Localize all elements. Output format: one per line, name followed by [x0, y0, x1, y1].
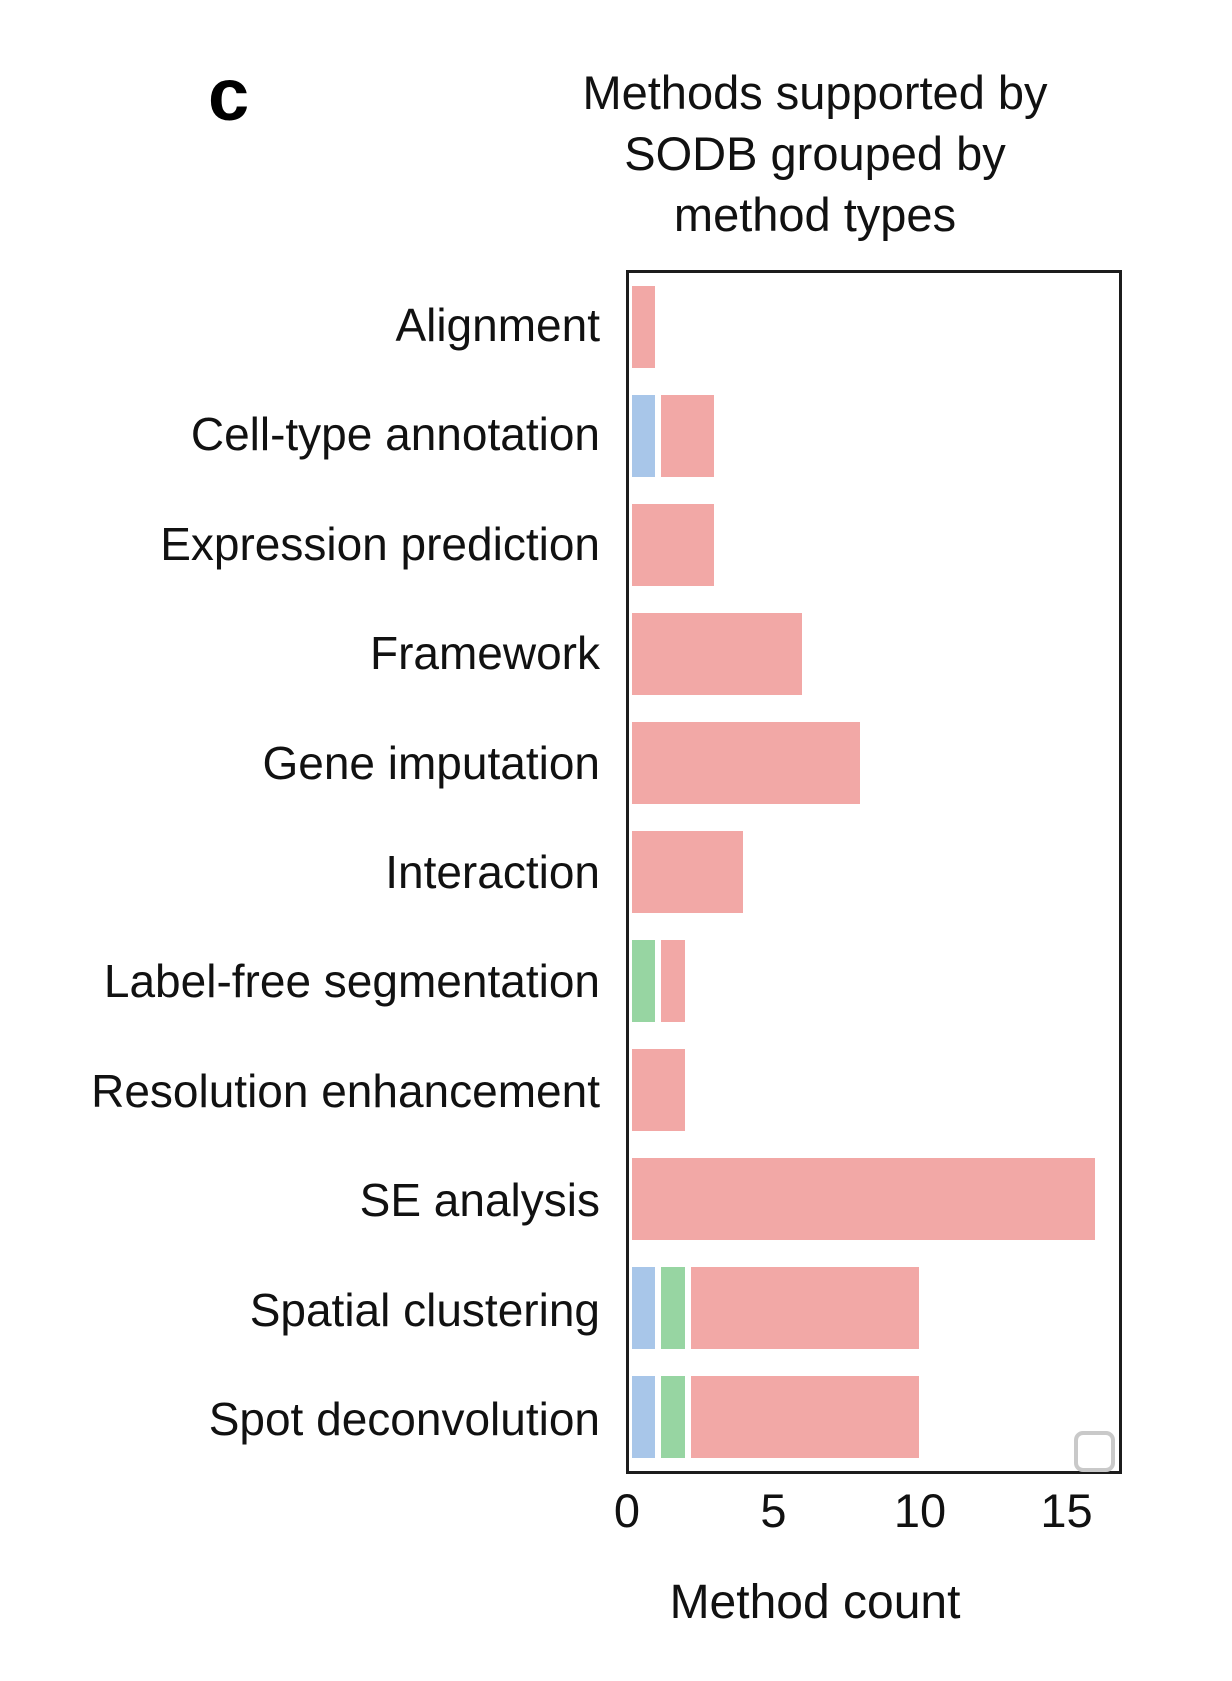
- category-label: Spot deconvolution: [208, 1393, 600, 1446]
- category-label: Label-free segmentation: [103, 955, 600, 1008]
- x-tick-label: 5: [760, 1484, 787, 1537]
- category-label: Expression prediction: [160, 517, 600, 570]
- bar-row: [629, 382, 1119, 491]
- blue-segment: [629, 1263, 659, 1352]
- bar-row: [629, 273, 1119, 382]
- category-label: Gene imputation: [262, 736, 600, 789]
- bar-row: [629, 1253, 1119, 1362]
- green-segment: [658, 1372, 688, 1461]
- chart-title: Methods supported by SODB grouped by met…: [582, 62, 1047, 245]
- category-label: Framework: [369, 627, 600, 680]
- category-label: Spatial clustering: [249, 1283, 600, 1336]
- pink-segment: [658, 936, 688, 1025]
- bar-row: [629, 1144, 1119, 1253]
- x-tick-label: 0: [613, 1484, 641, 1537]
- pink-segment: [629, 283, 659, 372]
- green-segment: [629, 936, 659, 1025]
- plot-area: [626, 270, 1122, 1474]
- pink-segment: [629, 501, 717, 590]
- pink-segment: [629, 1045, 688, 1134]
- category-label: Resolution enhancement: [91, 1064, 600, 1117]
- pink-segment: [687, 1263, 922, 1352]
- pink-segment: [658, 392, 717, 481]
- bar-row: [629, 818, 1119, 927]
- chart-title-line-1: Methods supported by: [582, 66, 1048, 119]
- pink-segment: [687, 1372, 922, 1461]
- bar-row: [629, 600, 1119, 709]
- blue-segment: [629, 392, 659, 481]
- chart-title-line-3: method types: [673, 188, 957, 241]
- bars-container: [629, 273, 1119, 1471]
- pink-segment: [629, 610, 805, 699]
- category-label: Interaction: [385, 845, 600, 898]
- blue-segment: [629, 1372, 659, 1461]
- panel-letter: c: [208, 53, 251, 136]
- x-tick-label: 10: [893, 1484, 947, 1537]
- pink-segment: [629, 827, 747, 916]
- category-label: Alignment: [395, 298, 600, 351]
- bar-row: [629, 926, 1119, 1035]
- category-label: SE analysis: [359, 1174, 600, 1227]
- bar-row: [629, 709, 1119, 818]
- green-segment: [658, 1263, 688, 1352]
- bar-row: [629, 1035, 1119, 1144]
- chart-title-line-2: SODB grouped by: [624, 127, 1006, 180]
- x-tick-label: 15: [1040, 1484, 1093, 1537]
- legend-box: [1074, 1431, 1115, 1472]
- bar-row: [629, 491, 1119, 600]
- x-axis-title: Method count: [669, 1576, 961, 1629]
- pink-segment: [629, 719, 864, 808]
- category-label: Cell-type annotation: [190, 408, 600, 461]
- pink-segment: [629, 1154, 1098, 1243]
- bar-row: [629, 1362, 1119, 1471]
